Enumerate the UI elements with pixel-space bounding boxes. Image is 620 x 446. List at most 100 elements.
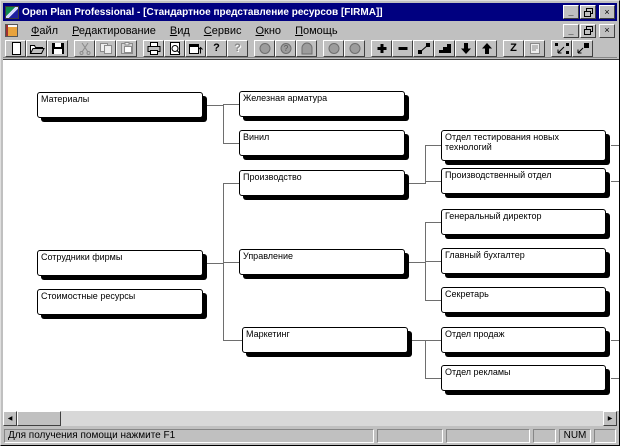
link-items-button[interactable] <box>413 39 434 57</box>
connector-line <box>223 183 239 184</box>
mdi-minimize-button[interactable]: _ <box>563 23 579 38</box>
resource-node-cost-resources[interactable]: Стоимостные ресурсы <box>37 289 203 315</box>
scroll-left-button[interactable]: ◀ <box>3 411 17 426</box>
connector-line <box>223 143 239 144</box>
menu-file[interactable]: Файл <box>31 24 59 37</box>
help-icon: ? <box>213 41 220 54</box>
menu-view[interactable]: Вид <box>169 24 190 37</box>
rollup-steps-button[interactable] <box>434 39 455 57</box>
gate-icon <box>301 42 312 54</box>
save-file-button[interactable] <box>47 39 68 57</box>
help-button[interactable]: ? <box>206 39 227 57</box>
scroll-right-button[interactable]: ▶ <box>603 411 617 426</box>
connector-line <box>425 340 426 379</box>
window-title: Open Plan Professional - [Стандартное пр… <box>22 6 383 18</box>
arrange-window-button[interactable] <box>572 39 593 57</box>
resource-node-sales-dept[interactable]: Отдел продаж <box>441 327 606 353</box>
mdi-restore-button[interactable] <box>580 23 596 38</box>
connector-line <box>425 340 441 341</box>
menu-window[interactable]: Окно <box>255 24 282 37</box>
window-update-button[interactable] <box>185 39 206 57</box>
resource-circle-button[interactable] <box>254 39 275 57</box>
circle-question-icon: ? <box>280 42 291 54</box>
connector-line <box>223 104 239 105</box>
connector-line <box>611 378 619 379</box>
resource-node-secretary[interactable]: Секретарь <box>441 287 606 313</box>
print-preview-icon <box>169 41 180 55</box>
status-panel <box>533 429 556 443</box>
num-lock-indicator: NUM <box>559 429 591 443</box>
document-icon[interactable] <box>5 24 18 37</box>
circle-small-2-button[interactable] <box>344 39 365 57</box>
zigzag-view-button[interactable]: Z <box>503 39 524 57</box>
title-bar: Open Plan Professional - [Стандартное пр… <box>3 3 617 21</box>
restore-icon <box>583 7 593 17</box>
diagram-canvas[interactable]: Материалы Сотрудники фирмы Стоимостные р… <box>3 59 619 411</box>
connector-line <box>204 105 223 106</box>
context-help-button[interactable]: ? <box>227 39 248 57</box>
connector-line <box>425 261 441 262</box>
close-icon: × <box>604 6 610 17</box>
save-icon <box>51 42 64 54</box>
new-document-button[interactable] <box>5 39 26 57</box>
resource-node-marketing[interactable]: Маркетинг <box>242 327 408 353</box>
resource-node-employees[interactable]: Сотрудники фирмы <box>37 250 203 276</box>
menu-edit[interactable]: Редактирование <box>72 24 156 37</box>
move-down-button[interactable] <box>455 39 476 57</box>
connector-line <box>425 145 426 184</box>
resource-node-testing-dept[interactable]: Отдел тестирования новых технологий <box>441 130 606 161</box>
print-button[interactable] <box>143 39 164 57</box>
resource-node-management[interactable]: Управление <box>239 249 405 275</box>
resource-node-advertising-dept[interactable]: Отдел рекламы <box>441 365 606 391</box>
resource-gate-button[interactable] <box>296 39 317 57</box>
close-button[interactable]: × <box>599 5 615 19</box>
menu-bar: Файл Редактирование Вид Сервис Окно Помо… <box>3 22 617 39</box>
remove-item-button[interactable] <box>392 39 413 57</box>
connector-line <box>425 378 441 379</box>
connector-line <box>204 263 223 264</box>
scroll-right-icon: ▶ <box>607 416 613 422</box>
copy-icon <box>99 42 112 54</box>
arrow-down-icon <box>460 42 471 54</box>
circle-icon <box>328 42 339 54</box>
notes-button[interactable] <box>524 39 545 57</box>
fit-to-window-button[interactable] <box>551 39 572 57</box>
connector-line <box>223 340 242 341</box>
fit-window-icon <box>554 42 569 54</box>
add-item-button[interactable] <box>371 39 392 57</box>
status-panel <box>377 429 443 443</box>
resource-node-production-dept[interactable]: Производственный отдел <box>441 168 606 194</box>
open-file-button[interactable] <box>26 39 47 57</box>
resource-node-vinyl[interactable]: Винил <box>239 130 405 156</box>
cut-button[interactable] <box>74 39 95 57</box>
resource-node-general-director[interactable]: Генеральный директор <box>441 209 606 235</box>
mdi-close-button[interactable]: × <box>599 23 615 38</box>
arrange-icon <box>577 42 589 53</box>
circle-small-1-button[interactable] <box>323 39 344 57</box>
paste-icon <box>120 41 133 54</box>
steps-icon <box>438 43 451 53</box>
paste-button[interactable] <box>116 39 137 57</box>
print-preview-button[interactable] <box>164 39 185 57</box>
scrollbar-thumb[interactable] <box>17 411 61 426</box>
menu-help[interactable]: Помощь <box>295 24 338 37</box>
minimize-button[interactable]: _ <box>563 5 579 19</box>
plus-icon <box>377 43 386 53</box>
resource-node-iron-rebar[interactable]: Железная арматура <box>239 91 405 117</box>
connector-line <box>611 181 619 182</box>
restore-button[interactable] <box>580 5 596 19</box>
scroll-left-icon: ◀ <box>7 416 13 422</box>
resource-circle-help-button[interactable]: ? <box>275 39 296 57</box>
toolbar: ? ? ? Z <box>3 39 617 58</box>
menu-service[interactable]: Сервис <box>203 24 242 37</box>
copy-button[interactable] <box>95 39 116 57</box>
resource-node-materials[interactable]: Материалы <box>37 92 203 118</box>
status-panel <box>446 429 530 443</box>
horizontal-scrollbar[interactable]: ◀ ▶ <box>3 411 617 426</box>
move-up-button[interactable] <box>476 39 497 57</box>
connector-line <box>223 262 239 263</box>
mdi-restore-icon <box>583 26 593 35</box>
resource-node-production[interactable]: Производство <box>239 170 405 196</box>
resource-node-chief-accountant[interactable]: Главный бухгалтер <box>441 248 606 274</box>
